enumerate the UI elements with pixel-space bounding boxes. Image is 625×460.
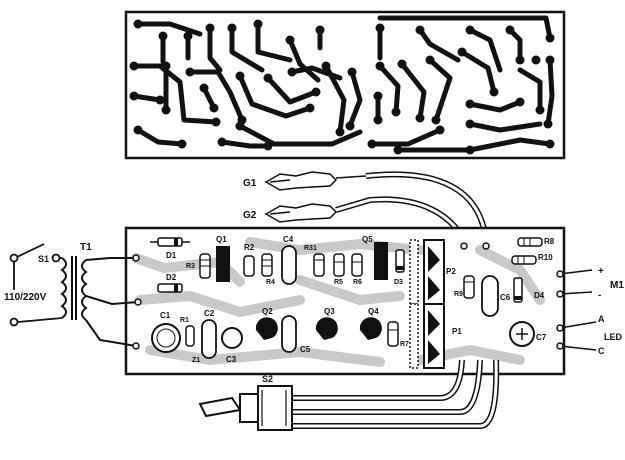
capacitor-c6 bbox=[481, 275, 499, 317]
label-led: LED bbox=[604, 332, 623, 342]
label-c1: C1 bbox=[160, 311, 171, 320]
diode-d4 bbox=[513, 277, 523, 303]
label-d2: D2 bbox=[166, 273, 177, 282]
transformer-t1 bbox=[60, 256, 139, 347]
label-p1: P1 bbox=[452, 327, 462, 336]
led-terminals bbox=[559, 321, 597, 351]
label-c: C bbox=[598, 346, 605, 356]
label-c4: C4 bbox=[283, 235, 294, 244]
label-r5: R5 bbox=[334, 279, 343, 286]
diode-d3 bbox=[395, 249, 405, 273]
capacitor-c5 bbox=[281, 315, 297, 353]
copper-traces bbox=[131, 15, 555, 153]
diode-d1 bbox=[150, 237, 190, 247]
m1-terminals bbox=[559, 269, 593, 295]
label-d3: D3 bbox=[394, 279, 403, 286]
label-d4: D4 bbox=[534, 291, 545, 300]
resistor-r5 bbox=[333, 253, 345, 277]
label-g2: G2 bbox=[243, 210, 257, 221]
resistor-r31 bbox=[313, 253, 325, 277]
capacitor-c3 bbox=[221, 327, 243, 349]
diode-d2 bbox=[157, 283, 183, 293]
label-r10: R10 bbox=[538, 253, 553, 262]
label-r3: R3 bbox=[186, 263, 195, 270]
label-z1: Z1 bbox=[192, 357, 200, 364]
label-r2: R2 bbox=[244, 243, 255, 252]
label-c3: C3 bbox=[226, 355, 237, 364]
label-r31: R31 bbox=[304, 245, 317, 252]
label-d1: D1 bbox=[166, 251, 177, 260]
potentiometer-p1 bbox=[409, 303, 445, 369]
switch-s1 bbox=[9, 243, 63, 327]
label-a: A bbox=[598, 314, 605, 324]
potentiometer-p2 bbox=[409, 239, 445, 305]
pcb-copper-side bbox=[124, 10, 566, 160]
label-q5: Q5 bbox=[362, 235, 373, 244]
label-c6: C6 bbox=[500, 293, 511, 302]
resistor-r10 bbox=[511, 255, 537, 265]
label-q2: Q2 bbox=[262, 307, 273, 316]
label-q4: Q4 bbox=[368, 307, 379, 316]
label-r8: R8 bbox=[544, 237, 555, 246]
transistor-q5 bbox=[374, 242, 388, 280]
main-board-pads bbox=[132, 242, 564, 350]
transistor-q4 bbox=[359, 317, 382, 340]
copper-pads bbox=[129, 19, 555, 155]
capacitor-c4 bbox=[281, 245, 297, 285]
label-g1: G1 bbox=[243, 178, 257, 189]
label-s1: S1 bbox=[38, 254, 49, 264]
resistor-r4 bbox=[243, 255, 255, 277]
resistor-r1 bbox=[185, 325, 195, 347]
resistor-r2 bbox=[261, 253, 273, 277]
resistor-r7 bbox=[387, 321, 399, 347]
capacitor-c7 bbox=[509, 321, 535, 347]
trace-shadows bbox=[131, 237, 545, 367]
label-t1: T1 bbox=[80, 242, 92, 253]
transistor-q3 bbox=[315, 317, 338, 340]
alligator-clip-g1 bbox=[264, 171, 367, 191]
resistor-r3 bbox=[199, 253, 211, 279]
capacitor-c2 bbox=[201, 319, 217, 359]
label-r7: R7 bbox=[400, 341, 409, 348]
transistor-q1 bbox=[216, 246, 230, 282]
label-r9: R9 bbox=[454, 291, 463, 298]
resistor-r6 bbox=[351, 253, 363, 277]
label-r6: R6 bbox=[353, 279, 362, 286]
transistor-q2 bbox=[255, 317, 278, 340]
switch-s2 bbox=[198, 359, 500, 431]
label-m1-minus: - bbox=[598, 290, 601, 301]
resistor-r8 bbox=[517, 237, 543, 247]
label-c5: C5 bbox=[300, 345, 311, 354]
label-r1: R1 bbox=[180, 317, 189, 324]
label-c2: C2 bbox=[204, 309, 215, 318]
label-q3: Q3 bbox=[324, 307, 335, 316]
resistor-r9 bbox=[463, 275, 475, 299]
label-m1: M1 bbox=[610, 280, 624, 291]
label-r4: R4 bbox=[266, 279, 275, 286]
pcb-component-side: T1 S1 110/220V D1 D2 Q1 bbox=[4, 226, 624, 376]
label-p2: P2 bbox=[446, 267, 456, 276]
label-s2: S2 bbox=[262, 374, 273, 384]
label-m1-plus: + bbox=[598, 266, 604, 277]
label-voltage: 110/220V bbox=[4, 292, 47, 303]
label-c7: C7 bbox=[536, 333, 547, 342]
alligator-clip-g2 bbox=[264, 203, 338, 223]
capacitor-c1 bbox=[151, 323, 181, 353]
label-q1: Q1 bbox=[216, 235, 227, 244]
